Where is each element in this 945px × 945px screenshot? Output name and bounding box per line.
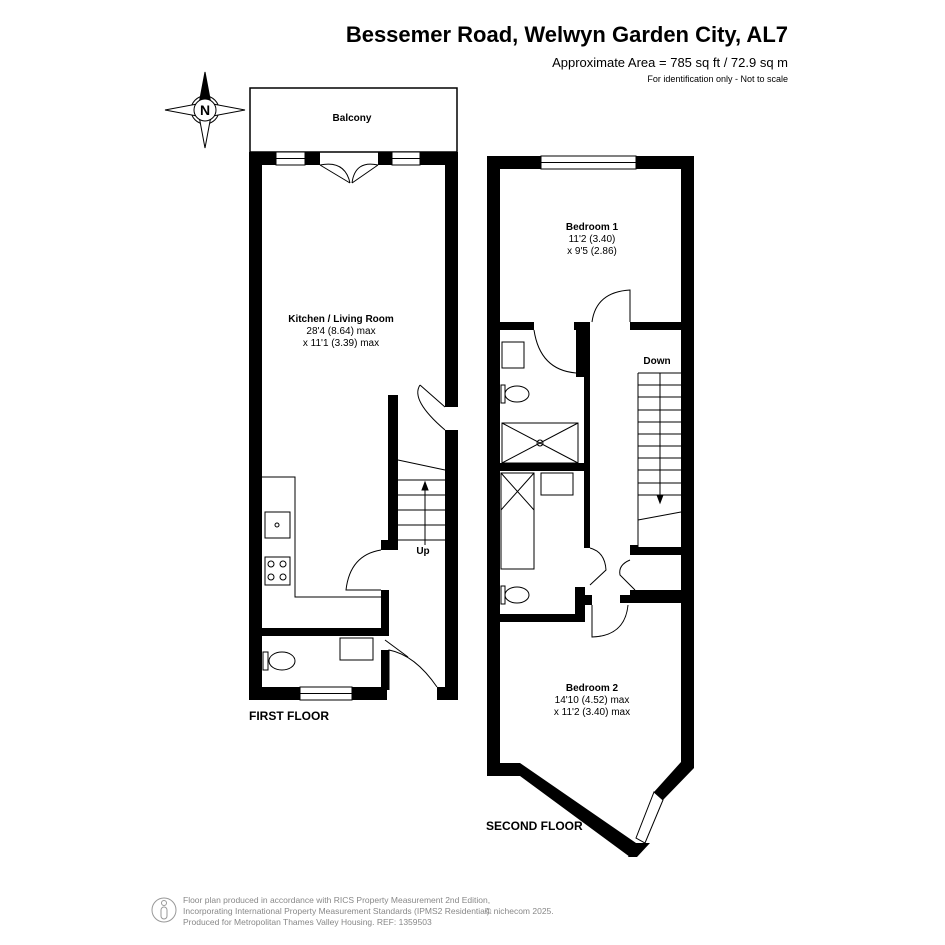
first-floor-plan bbox=[249, 87, 458, 701]
room-label-bedroom-1: Bedroom 1 11'2 (3.40) x 9'5 (2.86) bbox=[566, 222, 618, 258]
footer-line: Floor plan produced in accordance with R… bbox=[183, 895, 491, 905]
approximate-area: Approximate Area = 785 sq ft / 72.9 sq m bbox=[552, 55, 788, 70]
first-floor-label: FIRST FLOOR bbox=[249, 709, 329, 723]
compass-north-label: N bbox=[200, 102, 210, 118]
page-title: Bessemer Road, Welwyn Garden City, AL7 bbox=[345, 22, 788, 47]
stairs-up-label: Up bbox=[416, 546, 430, 557]
balcony-outline bbox=[249, 87, 458, 153]
room-name: Bedroom 2 bbox=[565, 683, 619, 694]
footer-line: Incorporating International Property Mea… bbox=[183, 906, 492, 916]
second-floor-label: SECOND FLOOR bbox=[486, 819, 583, 833]
scale-note: For identification only - Not to scale bbox=[647, 74, 788, 84]
copyright: © nichecom 2025. bbox=[485, 906, 554, 916]
footer-text: Floor plan produced in accordance with R… bbox=[183, 895, 492, 928]
room-dimension: x 9'5 (2.86) bbox=[567, 246, 617, 257]
room-name: Kitchen / Living Room bbox=[288, 314, 394, 325]
second-floor-plan bbox=[487, 155, 694, 857]
compass-icon: N bbox=[164, 71, 246, 149]
room-label-balcony: Balcony bbox=[332, 113, 372, 124]
window bbox=[635, 791, 664, 844]
room-label-kitchen-living: Kitchen / Living Room 28'4 (8.64) max x … bbox=[288, 314, 394, 350]
room-dimension: x 11'2 (3.40) max bbox=[553, 707, 631, 718]
room-dimension: 14'10 (4.52) max bbox=[554, 695, 630, 706]
room-dimension: 28'4 (8.64) max bbox=[306, 326, 376, 337]
footer-line: Produced for Metropolitan Thames Valley … bbox=[183, 917, 432, 927]
room-dimension: 11'2 (3.40) bbox=[568, 234, 616, 245]
room-name: Bedroom 1 bbox=[565, 222, 619, 233]
stairs-down-label: Down bbox=[643, 356, 671, 367]
room-label-bedroom-2: Bedroom 2 14'10 (4.52) max x 11'2 (3.40)… bbox=[554, 683, 630, 719]
room-dimension: x 11'1 (3.39) max bbox=[302, 338, 380, 349]
